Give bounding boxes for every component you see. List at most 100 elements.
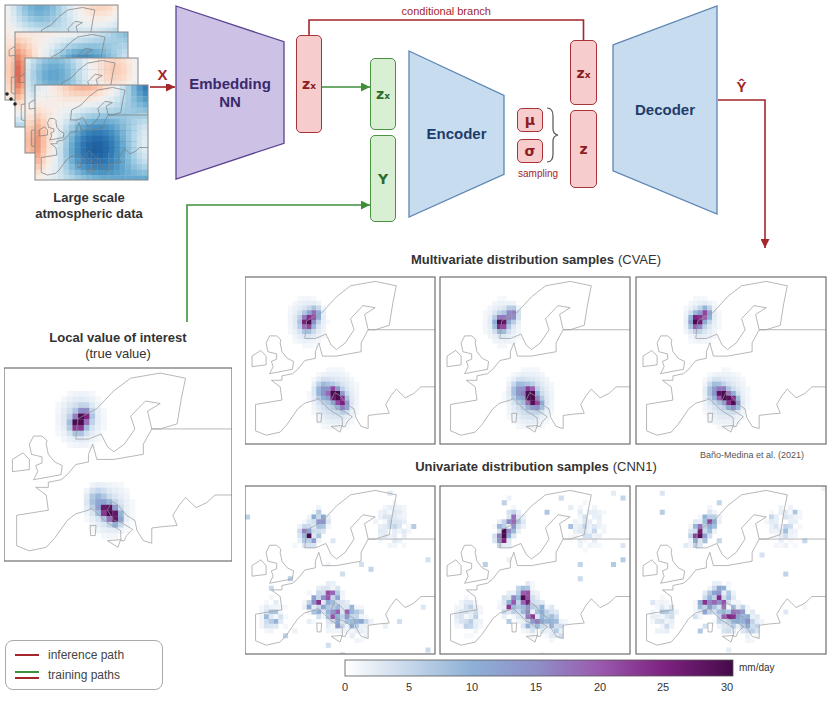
field-cell xyxy=(137,119,143,125)
precip-cell xyxy=(335,382,340,387)
field-cell xyxy=(58,158,64,164)
precip-cell xyxy=(297,310,302,315)
field-cell xyxy=(87,64,93,70)
precip-cell xyxy=(297,296,302,301)
precip-cell xyxy=(312,306,317,311)
precip-cell xyxy=(483,310,488,315)
field-cell xyxy=(65,64,71,70)
field-cell xyxy=(28,5,34,11)
field-cell xyxy=(97,170,103,176)
precip-cell xyxy=(326,410,331,415)
precip-cell xyxy=(293,329,298,334)
precip-cell xyxy=(722,372,727,377)
precip-cell xyxy=(717,310,722,315)
field-cell xyxy=(58,147,64,153)
precip-cell xyxy=(545,382,550,387)
precip-cell xyxy=(726,401,731,406)
precip-cell xyxy=(745,386,750,391)
precip-cell xyxy=(321,306,326,311)
field-cell xyxy=(92,102,98,108)
precip-cell xyxy=(316,301,321,306)
precip-cell xyxy=(726,396,731,401)
precip-cell xyxy=(516,329,521,334)
precip-cell xyxy=(307,339,312,344)
precip-cell xyxy=(307,296,312,301)
precip-cell xyxy=(511,377,516,382)
precip-cell xyxy=(731,372,736,377)
precip-cell xyxy=(717,377,722,382)
precip-cell xyxy=(340,405,345,410)
field-cell xyxy=(103,147,109,153)
field-cell xyxy=(35,175,41,180)
field-cell xyxy=(97,136,103,142)
field-cell xyxy=(125,108,131,114)
field-cell xyxy=(35,108,41,114)
field-cell xyxy=(122,43,128,49)
precip-cell xyxy=(302,339,307,344)
field-cell xyxy=(103,91,109,97)
field-cell xyxy=(137,91,143,97)
field-cell xyxy=(26,32,32,38)
precip-cell xyxy=(354,386,359,391)
coastline xyxy=(21,62,128,122)
field-cell xyxy=(127,75,133,81)
precip-cell xyxy=(321,325,326,330)
field-cell xyxy=(75,96,81,102)
precip-cell xyxy=(521,420,526,425)
precip-cell xyxy=(326,420,331,425)
latent-box: zₓ xyxy=(296,35,322,133)
field-cell xyxy=(49,49,55,55)
precip-cell xyxy=(312,301,317,306)
coastline xyxy=(317,413,322,422)
block-title: Embedding NN xyxy=(182,75,278,111)
field-cell xyxy=(92,175,98,180)
latent-symbol: zₓ xyxy=(376,86,390,102)
field-cell xyxy=(5,62,11,68)
field-cell xyxy=(125,170,131,176)
precip-cell xyxy=(316,382,321,387)
field-cell xyxy=(108,130,114,136)
field-cell xyxy=(31,58,37,64)
precip-cell xyxy=(483,320,488,325)
field-cell xyxy=(86,91,92,97)
field-cell xyxy=(62,5,68,11)
field-cell xyxy=(46,164,52,170)
field-cell xyxy=(125,136,131,142)
stack-dot xyxy=(9,97,13,101)
latent-box: σ xyxy=(517,139,543,163)
field-cell xyxy=(86,85,92,91)
precip-cell xyxy=(540,372,545,377)
precip-cell xyxy=(312,310,317,315)
field-cell xyxy=(65,69,71,75)
field-cell xyxy=(45,11,51,17)
precip-cell xyxy=(502,310,507,315)
field-cell xyxy=(121,58,127,64)
sample-group: Multivariate distribution samples(CVAE) xyxy=(245,248,827,446)
precip-cell xyxy=(345,377,350,382)
field-cell xyxy=(15,43,21,49)
precip-cell xyxy=(511,315,516,320)
data-path xyxy=(322,86,370,88)
field-cell xyxy=(97,91,103,97)
field-cell xyxy=(80,85,86,91)
precip-cell xyxy=(717,386,722,391)
field-cell xyxy=(25,126,31,132)
field-cell xyxy=(32,38,38,44)
precip-cell xyxy=(698,306,703,311)
field-cell xyxy=(70,69,76,75)
field-cell xyxy=(72,32,78,38)
precip-cell xyxy=(502,391,507,396)
precip-cell xyxy=(698,301,703,306)
field-cell xyxy=(122,38,128,44)
precip-cell xyxy=(502,296,507,301)
atmos-panel xyxy=(5,5,120,101)
field-cell xyxy=(86,130,92,136)
field-cell xyxy=(82,69,88,75)
field-cell xyxy=(63,91,69,97)
precip-cell xyxy=(530,420,535,425)
field-cell xyxy=(131,119,137,125)
field-cell xyxy=(52,158,58,164)
field-cell xyxy=(105,43,111,49)
field-cell xyxy=(80,96,86,102)
